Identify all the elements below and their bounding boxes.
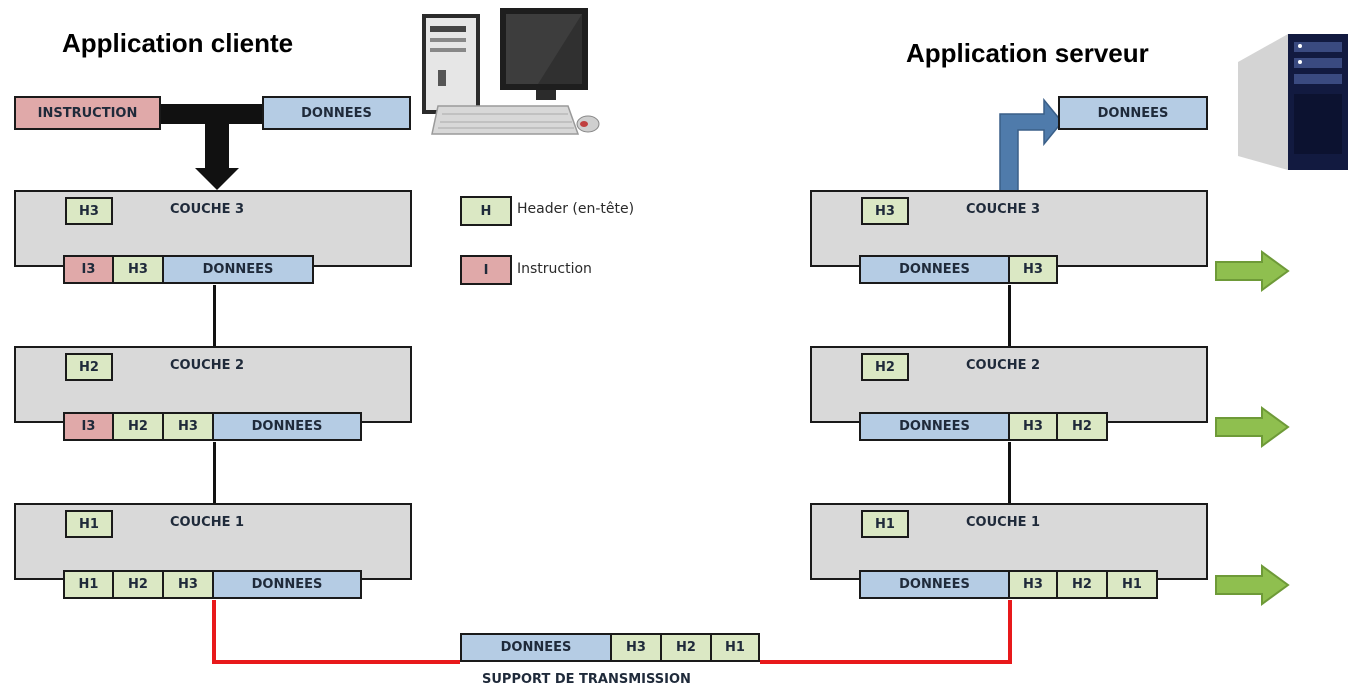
server-tower-icon bbox=[1238, 34, 1348, 170]
server-title: Application serveur bbox=[906, 38, 1149, 68]
forward-arrow-icon bbox=[1215, 406, 1290, 448]
layer-header-badge: H1 bbox=[861, 510, 909, 538]
forward-arrow-icon bbox=[1215, 564, 1290, 606]
layer-title: COUCHE 2 bbox=[966, 358, 1041, 373]
layer-header-badge: H2 bbox=[861, 353, 909, 381]
client-layer-1: H1 COUCHE 1 bbox=[14, 503, 412, 580]
layer-header-badge: H3 bbox=[861, 197, 909, 225]
transmission-cell: H3 bbox=[610, 633, 662, 662]
packet-cell: DONNEES bbox=[212, 412, 362, 441]
packet-cell: DONNEES bbox=[859, 255, 1010, 284]
layer-header-badge: H3 bbox=[65, 197, 113, 225]
packet-cell: H1 bbox=[1106, 570, 1158, 599]
server-connector-2-1 bbox=[1008, 442, 1011, 505]
input-down-arrowhead bbox=[195, 168, 239, 190]
packet-cell: I3 bbox=[63, 412, 114, 441]
layer-title: COUCHE 1 bbox=[170, 515, 245, 530]
transmission-cell: H2 bbox=[660, 633, 712, 662]
forward-arrow-icon bbox=[1215, 250, 1290, 292]
layer-header-badge: H1 bbox=[65, 510, 113, 538]
transmission-caption: SUPPORT DE TRANSMISSION bbox=[482, 672, 691, 687]
packet-cell: H3 bbox=[162, 570, 214, 599]
packet-cell: H2 bbox=[112, 570, 164, 599]
transmission-cell: H1 bbox=[710, 633, 760, 662]
packet-cell: I3 bbox=[63, 255, 114, 284]
legend-instruction-label: Instruction bbox=[517, 261, 592, 277]
layer-title: COUCHE 3 bbox=[170, 202, 245, 217]
layer-title: COUCHE 3 bbox=[966, 202, 1041, 217]
layer-title: COUCHE 2 bbox=[170, 358, 245, 373]
packet-cell: DONNEES bbox=[859, 412, 1010, 441]
transmission-cell: DONNEES bbox=[460, 633, 612, 662]
packet-cell: H3 bbox=[1008, 412, 1058, 441]
input-down-stem bbox=[205, 104, 229, 172]
packet-cell: H2 bbox=[112, 412, 164, 441]
client-connector-3-2 bbox=[213, 285, 216, 348]
legend-header-label: Header (en-tête) bbox=[517, 201, 635, 217]
desktop-computer-icon bbox=[422, 8, 600, 135]
packet-cell: H2 bbox=[1056, 412, 1108, 441]
server-data-block: DONNEES bbox=[1058, 96, 1208, 130]
layer-title: COUCHE 1 bbox=[966, 515, 1041, 530]
instruction-block: INSTRUCTION bbox=[14, 96, 161, 130]
packet-cell: DONNEES bbox=[162, 255, 314, 284]
packet-cell: H3 bbox=[112, 255, 164, 284]
client-connector-2-1 bbox=[213, 442, 216, 505]
packet-cell: H3 bbox=[1008, 570, 1058, 599]
server-layer-3: H3 COUCHE 3 bbox=[810, 190, 1208, 267]
packet-cell: H1 bbox=[63, 570, 114, 599]
packet-cell: DONNEES bbox=[212, 570, 362, 599]
packet-cell: H3 bbox=[1008, 255, 1058, 284]
packet-cell: H3 bbox=[162, 412, 214, 441]
server-layer-1: H1 COUCHE 1 bbox=[810, 503, 1208, 580]
server-connector-3-2 bbox=[1008, 285, 1011, 348]
packet-cell: H2 bbox=[1056, 570, 1108, 599]
packet-cell: DONNEES bbox=[859, 570, 1010, 599]
legend-instruction-swatch: I bbox=[460, 255, 512, 285]
legend-header-swatch: H bbox=[460, 196, 512, 226]
client-data-block: DONNEES bbox=[262, 96, 411, 130]
client-layer-2: H2 COUCHE 2 bbox=[14, 346, 412, 423]
layer-header-badge: H2 bbox=[65, 353, 113, 381]
server-up-arrow bbox=[999, 97, 1063, 193]
client-title: Application cliente bbox=[62, 28, 294, 58]
